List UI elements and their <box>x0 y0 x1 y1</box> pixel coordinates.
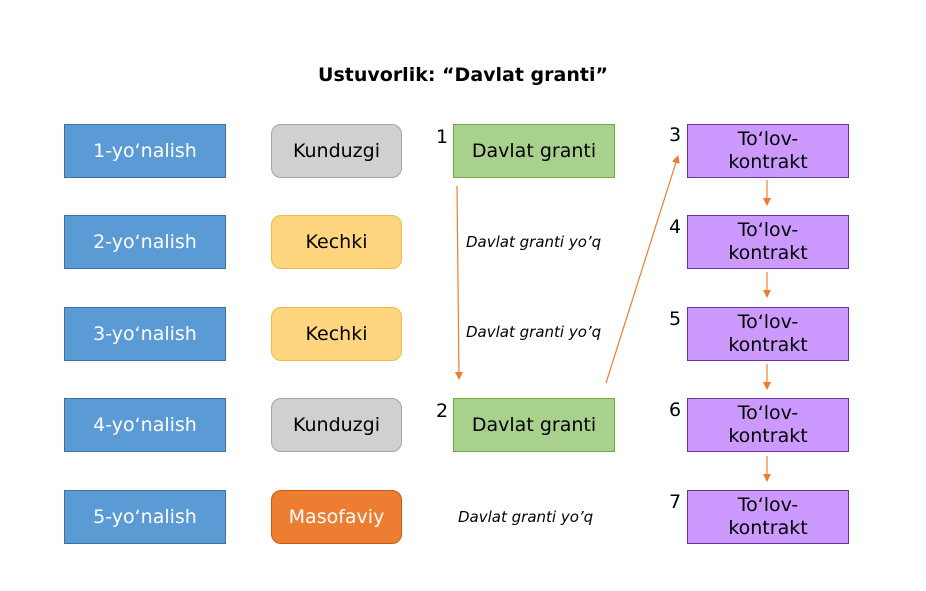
paid-contract-box-4: To‘lov- kontrakt <box>687 398 849 452</box>
direction-box-4: 4-yo‘nalish <box>64 398 226 452</box>
rank-number-paid-4: 4 <box>669 216 682 238</box>
rank-number-paid-5: 5 <box>669 308 682 330</box>
study-form-box-5: Masofaviy <box>271 490 402 544</box>
rank-number-paid-7: 7 <box>669 491 682 513</box>
direction-box-3: 3-yo‘nalish <box>64 307 226 361</box>
study-form-box-3: Kechki <box>271 307 402 361</box>
paid-contract-box-1: To‘lov- kontrakt <box>687 124 849 178</box>
arrow-grant-1-to-grant-2 <box>454 185 463 380</box>
rank-number-grant-2: 2 <box>436 400 449 422</box>
grant-box-4: Davlat granti <box>453 398 615 452</box>
no-grant-label-2: Davlat granti yo’q <box>466 233 602 251</box>
rank-number-paid-6: 6 <box>669 399 682 421</box>
paid-contract-box-2: To‘lov- kontrakt <box>687 215 849 269</box>
direction-box-5: 5-yo‘nalish <box>64 490 226 544</box>
paid-contract-box-5: To‘lov- kontrakt <box>687 490 849 544</box>
arrow-grant-2-to-paid-1 <box>605 155 680 384</box>
direction-box-2: 2-yo‘nalish <box>64 215 226 269</box>
grant-box-1: Davlat granti <box>453 124 615 178</box>
no-grant-label-3: Davlat granti yo’q <box>466 323 602 341</box>
diagram-title: Ustuvorlik: “Davlat granti” <box>318 64 608 86</box>
rank-number-paid-3: 3 <box>669 124 682 146</box>
study-form-box-4: Kunduzgi <box>271 398 402 452</box>
study-form-box-1: Kunduzgi <box>271 124 402 178</box>
paid-contract-box-3: To‘lov- kontrakt <box>687 307 849 361</box>
rank-number-grant-1: 1 <box>436 126 449 148</box>
no-grant-label-5: Davlat granti yo’q <box>458 508 594 526</box>
direction-box-1: 1-yo‘nalish <box>64 124 226 178</box>
study-form-box-2: Kechki <box>271 215 402 269</box>
